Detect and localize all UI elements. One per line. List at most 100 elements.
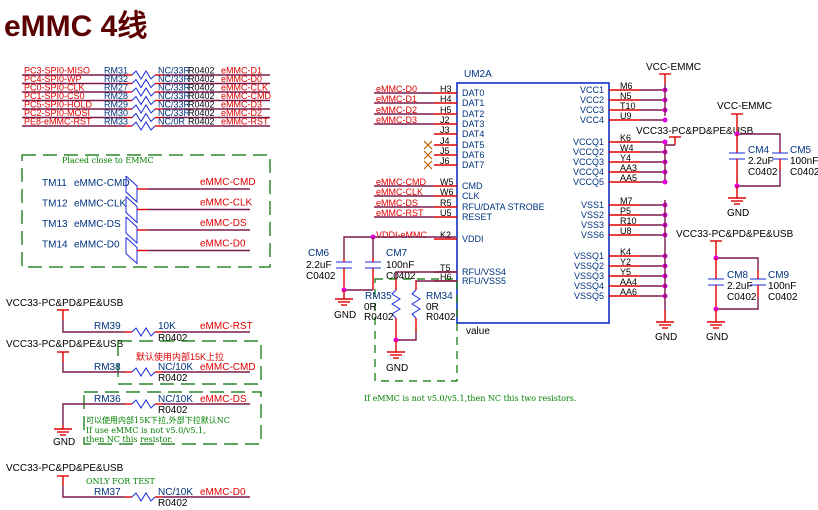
ic-pin-number: J3 [440, 125, 450, 135]
testpoint-ref: TM11 [42, 178, 67, 189]
ic-pin-name: VCC2 [580, 95, 604, 105]
rm39-value: 10K [158, 321, 176, 332]
rm36-gnd-label: GND [53, 437, 75, 448]
rm34-pkg: R0402 [426, 312, 456, 323]
series-value: NC/33R [158, 108, 191, 118]
series-value: NC/33R [158, 83, 191, 93]
series-net-in: PE8-eMMC-RST [24, 117, 92, 127]
ic-pin-number: T10 [620, 101, 636, 111]
ic-pin-number: W5 [440, 177, 454, 187]
ic-pin-name: VCC3 [580, 105, 604, 115]
testpoint-ref: TM14 [42, 240, 68, 251]
series-value: NC/33R [158, 100, 191, 110]
ic-pin-number: Y2 [620, 257, 631, 267]
resistor-symbol [131, 78, 156, 89]
resistor-symbol [131, 104, 156, 114]
rail-label-rm37: VCC33-PC&PD&PE&USB [6, 463, 124, 474]
testpoint-net: eMMC-CLK [200, 198, 253, 209]
ground-icon [707, 309, 725, 329]
rm36-pkg: R0402 [158, 405, 188, 416]
series-pkg: R0402 [188, 83, 215, 93]
ic-pin-name: VSS6 [581, 230, 604, 240]
rm38-pkg: R0402 [158, 373, 188, 384]
ic-pin-name: DAT5 [462, 140, 484, 150]
cm6-capacitor [336, 258, 352, 290]
series-net-in: PC2-SPI0-MOSI [24, 108, 90, 118]
ic-pin-name: VCCQ2 [573, 147, 604, 157]
resistor-symbol [131, 112, 156, 123]
ic-pin-number: J5 [440, 146, 450, 156]
series-ref: RM30 [104, 108, 128, 118]
testpoint-label: eMMC-D0 [74, 240, 120, 251]
ic-net-label: eMMC-D0 [376, 84, 417, 94]
testpoint-icon [125, 237, 138, 265]
junction-dot [662, 117, 668, 123]
rm37-net: eMMC-D0 [200, 487, 246, 498]
cm7-value: 100nF [386, 260, 414, 271]
testpoint-label: eMMC-CMD [74, 178, 130, 189]
page-title: eMMC 4线 [4, 10, 147, 43]
cm6-value: 2.2uF [306, 260, 332, 271]
rail-vcc-emmc-ic: VCC-EMMC [646, 62, 701, 73]
rm34-resistor [411, 281, 421, 332]
rm35-pkg: R0402 [364, 312, 394, 323]
rail-label-rm38: VCC33-PC&PD&PE&USB [6, 339, 124, 350]
rm34-ref: RM34 [426, 291, 453, 302]
cm7-capacitor [365, 258, 381, 290]
ic-pin-number: M6 [620, 81, 633, 91]
cm8-gnd-label: GND [706, 332, 728, 343]
rm37-pkg: R0402 [158, 498, 188, 509]
testpoint-label: eMMC-CLK [74, 199, 127, 210]
ic-pin-name: DAT1 [462, 98, 484, 108]
ic-pin-name: VCC4 [580, 115, 604, 125]
cm6-pkg: C0402 [306, 271, 336, 282]
rm35-gnd-label: GND [386, 363, 408, 374]
rm34-value: 0R [426, 302, 439, 313]
rm37-value: NC/10K [158, 487, 193, 498]
ic-pin-number: K6 [620, 133, 631, 143]
series-pkg: R0402 [188, 108, 215, 118]
testpoint-icon [125, 196, 138, 224]
ic-pin-number: AA3 [620, 163, 637, 173]
rm36-note-cn: 可以使用内部15K下拉,外部下拉默认NC [86, 415, 230, 425]
rail-label-rm39: VCC33-PC&PD&PE&USB [6, 298, 124, 309]
series-ref: RM27 [104, 83, 128, 93]
ic-pin-name: VSS3 [581, 220, 604, 230]
ic-pin-number: W6 [440, 187, 454, 197]
ds-res-note: If eMMC is not v5.0/v5.1,then NC this tw… [364, 394, 576, 403]
ic-pin-name: DAT7 [462, 160, 484, 170]
rm36-ref: RM36 [94, 394, 121, 405]
ic-net-label: eMMC-D2 [376, 105, 417, 115]
cm5-value: 100nF [790, 156, 818, 167]
ic-pin-name: DAT0 [462, 88, 484, 98]
series-ref: RM31 [104, 66, 128, 76]
testpoint-label: eMMC-DS [74, 219, 121, 230]
rm39-ref: RM39 [94, 321, 121, 332]
ic-pin-number: H5 [440, 105, 452, 115]
series-ref: RM29 [104, 100, 128, 110]
ic-right-pins: M6VCC1N5VCC2T10VCC3U9VCC4K6VCCQ1W4VCCQ2Y… [573, 81, 668, 301]
cm8-pkg: C0402 [727, 292, 757, 303]
series-pkg: R0402 [188, 74, 215, 84]
testpoint-ref: TM13 [42, 219, 68, 230]
ic-value: value [466, 326, 490, 337]
ic-pin-number: H3 [440, 84, 452, 94]
series-net-in: PC5-SPI0-HOLD [24, 100, 93, 110]
rm36-dashed-box [83, 391, 262, 445]
series-ref: RM33 [104, 117, 128, 127]
ic-pin-name: VCCQ1 [573, 137, 604, 147]
ic-pin-name: DAT6 [462, 150, 484, 160]
ground-icon [387, 340, 405, 359]
series-pkg: R0402 [188, 91, 215, 101]
series-net-in: PC3-SPI0-MISO [24, 66, 90, 76]
rm36-note-en2: then NC this resistor. [86, 435, 173, 444]
ic-pin-name: VCCQ5 [573, 177, 604, 187]
series-net-out: eMMC-RST [221, 117, 269, 127]
cm6-ref: CM6 [308, 248, 330, 259]
ground-icon [54, 425, 72, 436]
rm36-net: eMMC-DS [200, 394, 247, 405]
series-ref: RM32 [104, 74, 128, 84]
ic-pin-number: Y4 [620, 153, 631, 163]
